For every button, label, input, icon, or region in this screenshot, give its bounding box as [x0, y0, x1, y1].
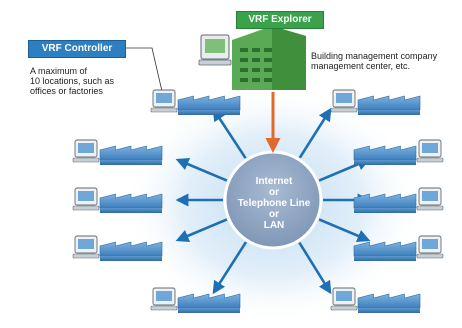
- factory-base: [178, 110, 240, 115]
- factory-base: [354, 256, 416, 261]
- controller-note-line: offices or factories: [30, 86, 103, 96]
- network-hub-label: Internet or Telephone Line or LAN: [226, 176, 322, 231]
- computer-screen: [78, 191, 94, 201]
- factory-shape: [99, 193, 163, 209]
- factory-base: [100, 256, 162, 261]
- factory-shape: [99, 145, 163, 161]
- network-arrow: [175, 158, 228, 182]
- hub-line-or: or: [269, 187, 279, 198]
- network-arrow: [175, 218, 228, 242]
- computer-keyboard: [150, 305, 178, 311]
- vrf-explorer-badge: VRF Explorer: [236, 11, 324, 29]
- explorer-note-line: Building management company: [311, 51, 438, 61]
- factory-base: [358, 110, 420, 115]
- factory-shape: [357, 95, 421, 111]
- network-arrow: [212, 241, 248, 295]
- computer-keyboard: [72, 253, 100, 259]
- computer-keyboard: [330, 305, 358, 311]
- computer-screen: [422, 143, 438, 153]
- factory-base: [358, 308, 420, 313]
- computer-keyboard: [416, 205, 444, 211]
- factory-with-computer-icon: [72, 187, 163, 213]
- factory-shape: [353, 145, 417, 161]
- computer-screen: [422, 191, 438, 201]
- computer-keyboard: [416, 157, 444, 163]
- factory-shape: [357, 293, 421, 309]
- hub-line-internet: Internet: [255, 176, 293, 187]
- controller-note: A maximum of 10 locations, such as offic…: [30, 66, 122, 96]
- factory-with-computer-icon: [353, 235, 444, 261]
- computer-keyboard: [416, 253, 444, 259]
- factory-base: [100, 160, 162, 165]
- controller-note-line: 10 locations, such as: [30, 76, 115, 86]
- computer-keyboard: [150, 107, 178, 113]
- network-arrow: [212, 107, 247, 159]
- hub-line-lan: LAN: [263, 220, 285, 231]
- computer-keyboard: [72, 157, 100, 163]
- factory-with-computer-icon: [72, 235, 163, 261]
- network-arrow: [318, 218, 371, 242]
- computer-screen: [156, 93, 172, 103]
- factory-shape: [99, 241, 163, 257]
- factory-with-computer-icon: [150, 89, 241, 115]
- computer-keyboard: [72, 205, 100, 211]
- factory-shape: [353, 193, 417, 209]
- computer-screen: [78, 143, 94, 153]
- factory-with-computer-icon: [150, 287, 241, 313]
- factory-base: [178, 308, 240, 313]
- controller-callout-line: [124, 47, 165, 101]
- computer-keyboard: [330, 107, 358, 113]
- computer-screen: [336, 291, 352, 301]
- factory-base: [354, 160, 416, 165]
- factory-with-computer-icon: [353, 187, 444, 213]
- computer-screen: [336, 93, 352, 103]
- factory-base: [100, 208, 162, 213]
- factory-with-computer-icon: [330, 89, 421, 115]
- controller-note-line: A maximum of: [30, 66, 88, 76]
- office-building-icon: [198, 26, 306, 90]
- hub-line-telephone: Telephone Line: [237, 198, 311, 209]
- factory-with-computer-icon: [72, 139, 163, 165]
- factory-shape: [177, 95, 241, 111]
- factory-with-computer-icon: [353, 139, 444, 165]
- explorer-note: Building management company management c…: [311, 51, 461, 71]
- hub-line-or: or: [269, 209, 279, 220]
- computer-screen: [422, 239, 438, 249]
- arrow-group: [175, 107, 371, 295]
- factory-shape: [177, 293, 241, 309]
- factory-with-computer-icon: [330, 287, 421, 313]
- site-group: [72, 89, 444, 313]
- vrf-controller-badge: VRF Controller: [28, 40, 126, 58]
- factory-shape: [353, 241, 417, 257]
- factory-base: [354, 208, 416, 213]
- computer-screen: [156, 291, 172, 301]
- explorer-note-line: management center, etc.: [311, 61, 411, 71]
- network-arrow: [298, 241, 332, 295]
- network-arrow: [298, 107, 332, 159]
- computer-screen: [78, 239, 94, 249]
